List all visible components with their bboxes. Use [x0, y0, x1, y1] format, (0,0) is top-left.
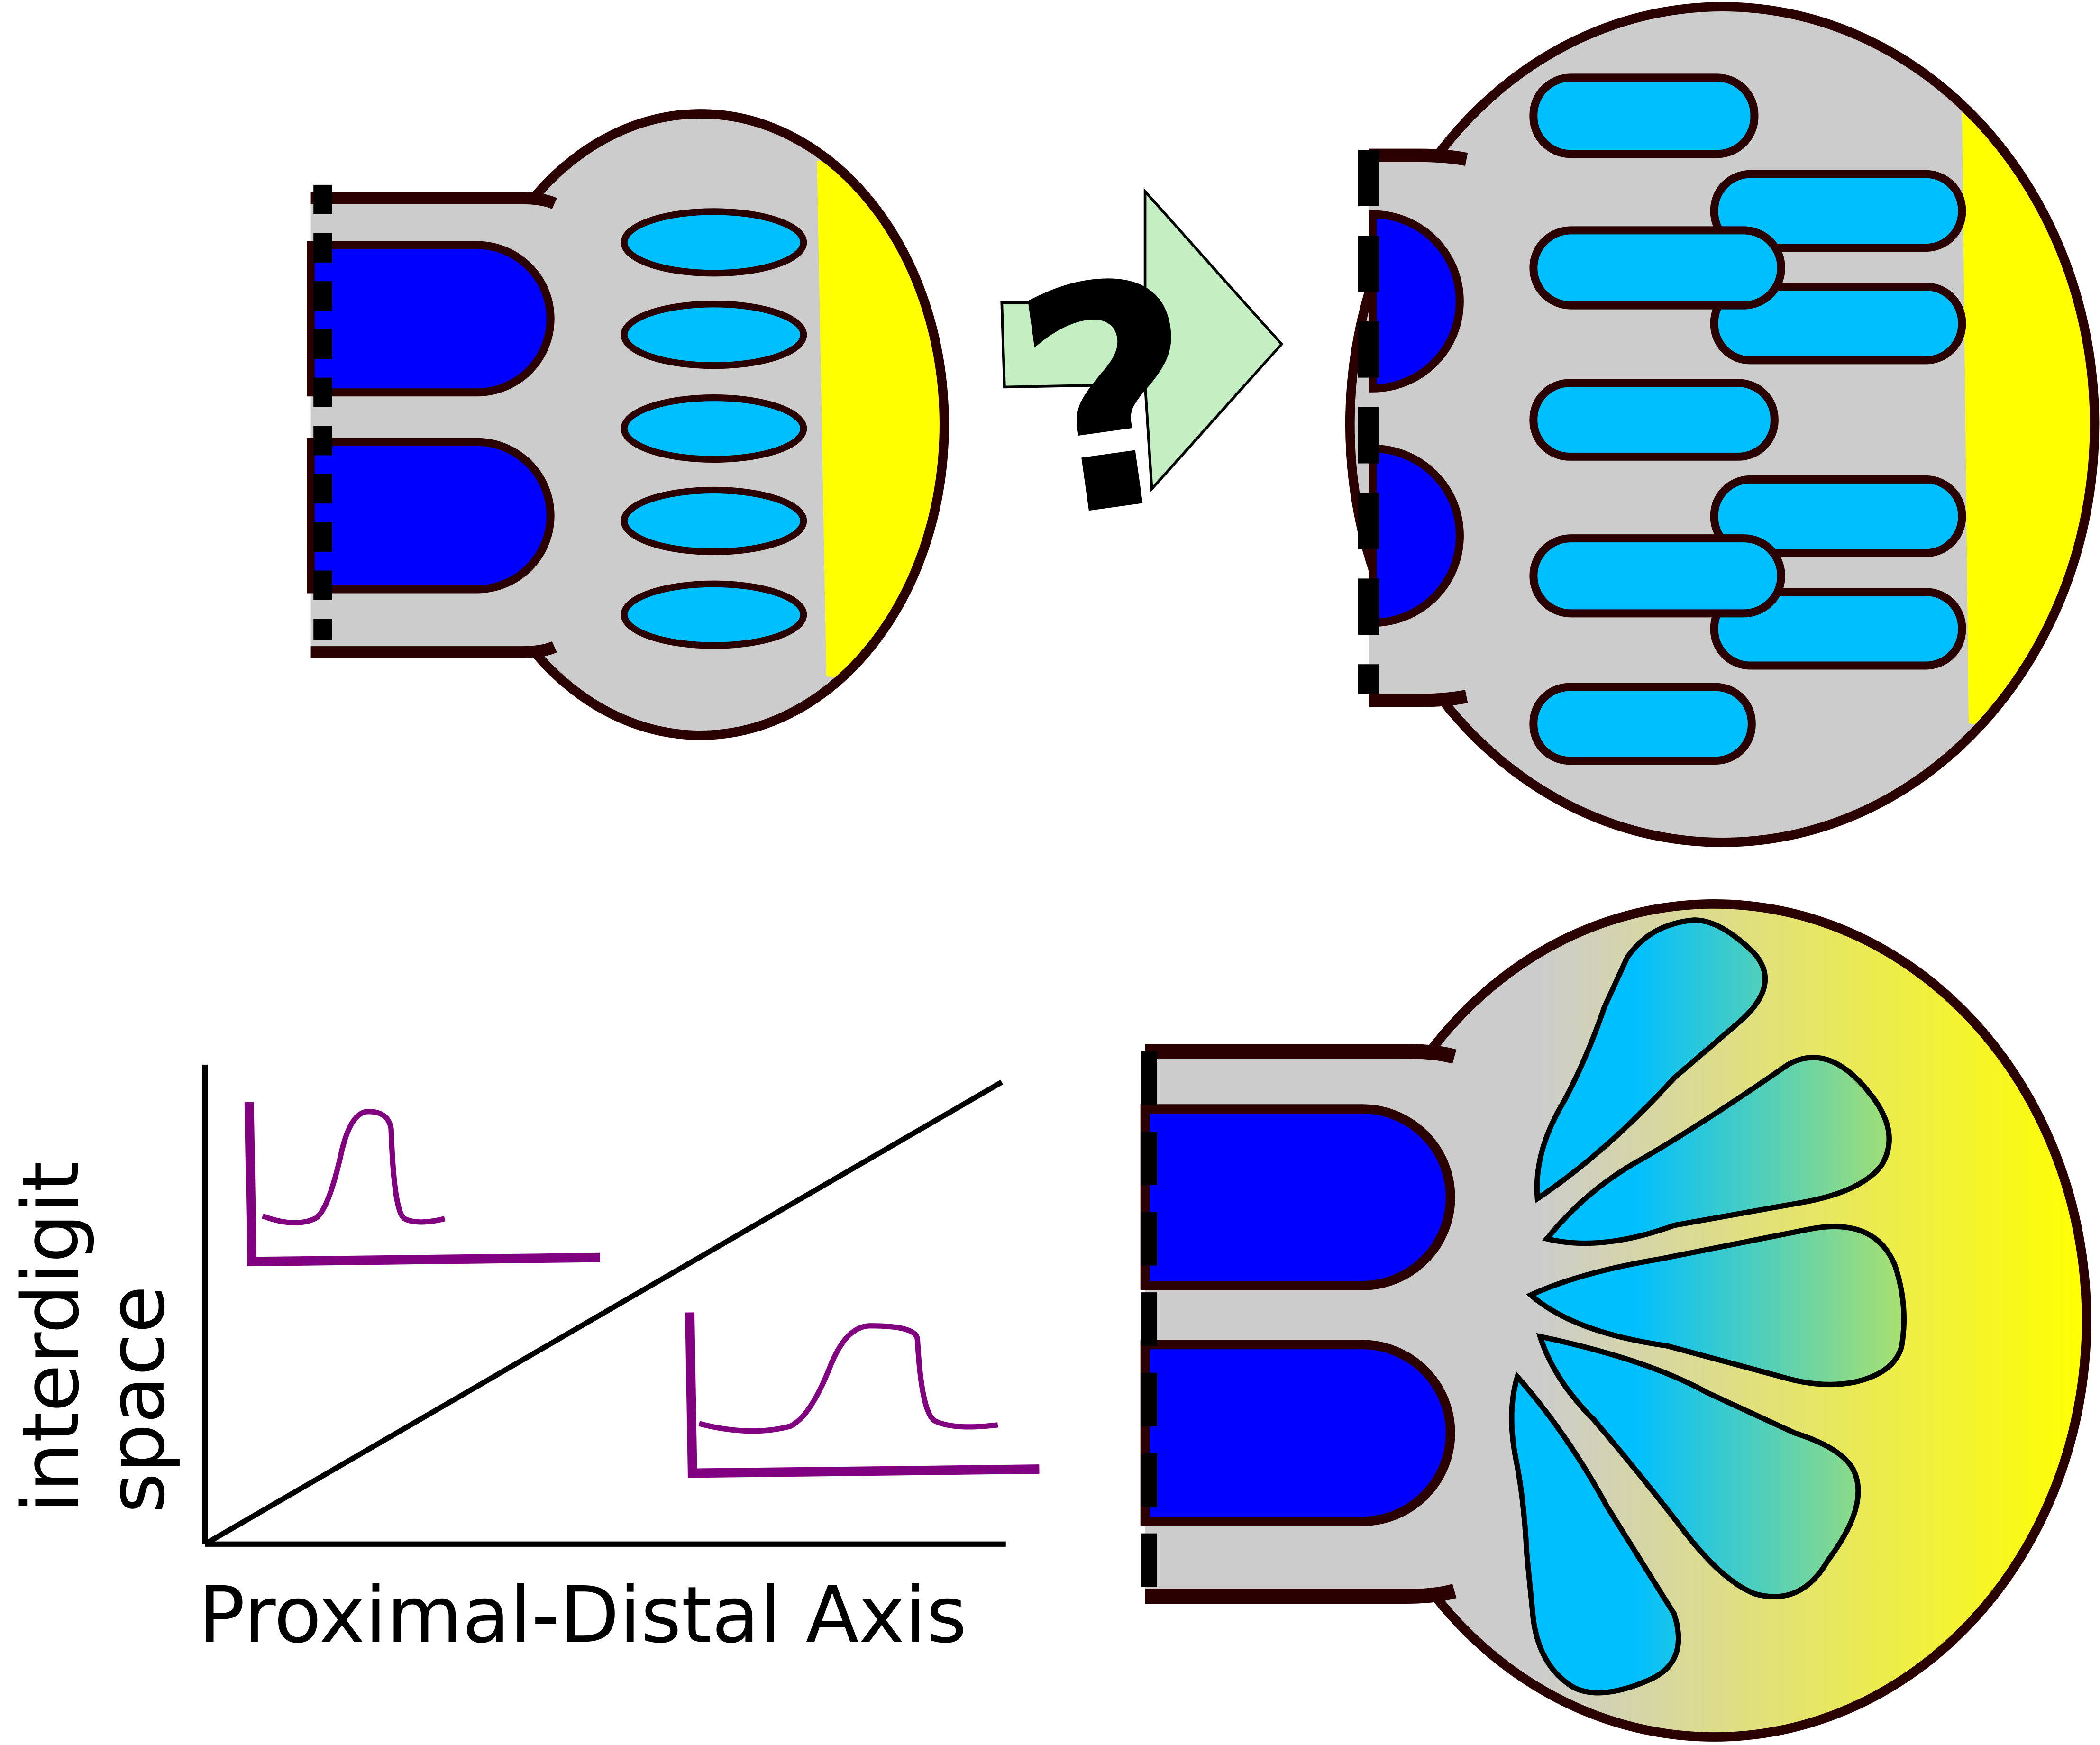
trend-line [203, 1079, 1004, 1547]
transition-arrow: ? [997, 188, 1284, 590]
branched-limb [1345, 2, 2100, 847]
proximal-digit [1369, 444, 1464, 627]
patterned-limb [1140, 899, 2091, 1742]
digit-condensations [1529, 73, 1966, 765]
gradient-graph: interdigit space Proximal-Distal Axis [6, 1064, 1040, 1660]
proximal-digit [1140, 1340, 1455, 1526]
y-axis-label: interdigit [6, 1161, 96, 1513]
profile-inset-distal [685, 1312, 1040, 1478]
x-axis-label: Proximal-Distal Axis [198, 1570, 967, 1660]
y-axis-label-line2: space [91, 1286, 182, 1514]
digit-condensations [621, 208, 807, 649]
profile-inset-proximal [244, 1102, 600, 1267]
proximal-digit [1369, 210, 1464, 393]
proximal-digit [1140, 1104, 1455, 1290]
proximal-digit [307, 241, 555, 397]
early-limb-bud [307, 109, 949, 740]
proximal-digit [307, 438, 555, 594]
fan-digits [1509, 917, 1907, 1696]
